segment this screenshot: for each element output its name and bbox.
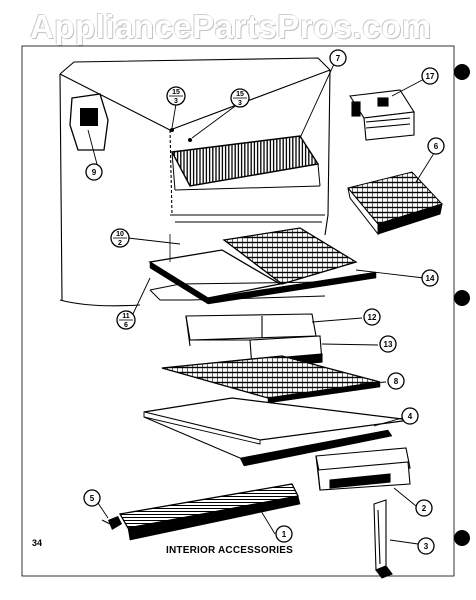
callout-2-label: 2 (422, 504, 427, 513)
callout-15a-top: 15 (172, 89, 180, 96)
callout-8: 8 (387, 372, 405, 390)
callout-15a-bottom: 3 (174, 98, 178, 105)
callout-10-top: 10 (116, 231, 124, 238)
part-7-freezer-shelf (170, 135, 321, 191)
callout-1: 1 (275, 525, 293, 543)
callout-13: 13 (379, 335, 397, 353)
callout-15a: 15 3 (166, 86, 186, 106)
callout-15b-bottom: 3 (238, 100, 242, 107)
diagram-caption: INTERIOR ACCESSORIES (166, 545, 293, 556)
registration-dot (454, 530, 470, 546)
callout-9: 9 (85, 163, 103, 181)
cabinet-outline (59, 57, 331, 307)
callout-14-label: 14 (426, 274, 435, 283)
callout-4: 4 (401, 407, 419, 425)
part-3-bracket (373, 499, 393, 579)
part-17-icemaker (349, 89, 415, 141)
callout-2: 2 (415, 499, 433, 517)
watermark-logo-text: AppliancePartsPros.com (30, 8, 432, 45)
callout-11: 11 6 (116, 310, 136, 330)
registration-dot (454, 290, 470, 306)
callout-3: 3 (417, 537, 435, 555)
page-border (21, 45, 455, 577)
callout-10: 10 2 (110, 228, 130, 248)
callout-6: 6 (427, 137, 445, 155)
registration-dot (454, 64, 470, 80)
part-15-screw (170, 128, 174, 132)
callout-9-label: 9 (92, 168, 97, 177)
part-5-screw (101, 516, 122, 530)
callout-14: 14 (421, 269, 439, 287)
callout-10-bottom: 2 (118, 240, 122, 247)
part-8-shelf (161, 355, 381, 404)
callout-4-label: 4 (408, 412, 413, 421)
callout-13-label: 13 (384, 340, 393, 349)
callout-17: 17 (421, 67, 439, 85)
part-2-crisper-drawer (315, 447, 411, 491)
part-15-screw (188, 138, 192, 142)
callout-17-label: 17 (426, 72, 435, 81)
callout-11-bottom: 6 (124, 322, 128, 329)
part-1-trim (118, 483, 301, 541)
part-14-shelf (148, 227, 377, 305)
callout-11-top: 11 (122, 313, 130, 320)
leader-lines (87, 63, 437, 545)
callout-15b: 15 3 (230, 88, 250, 108)
callout-12-label: 12 (368, 313, 377, 322)
registration-marks (454, 64, 470, 546)
callout-5: 5 (83, 489, 101, 507)
page-number: 34 (32, 538, 43, 548)
crisper-frame (149, 281, 326, 301)
callout-15b-top: 15 (236, 91, 244, 98)
part-9-light-shield (69, 93, 109, 151)
callout-12: 12 (363, 308, 381, 326)
callout-1-label: 1 (282, 530, 287, 539)
callout-7-label: 7 (336, 54, 341, 63)
callout-3-label: 3 (424, 542, 429, 551)
part-12-pan (185, 313, 317, 341)
callout-6-label: 6 (434, 142, 439, 151)
callout-7: 7 (329, 49, 347, 67)
callout-5-label: 5 (90, 494, 95, 503)
callout-8-label: 8 (394, 377, 399, 386)
part-6-ice-tray (347, 171, 443, 236)
